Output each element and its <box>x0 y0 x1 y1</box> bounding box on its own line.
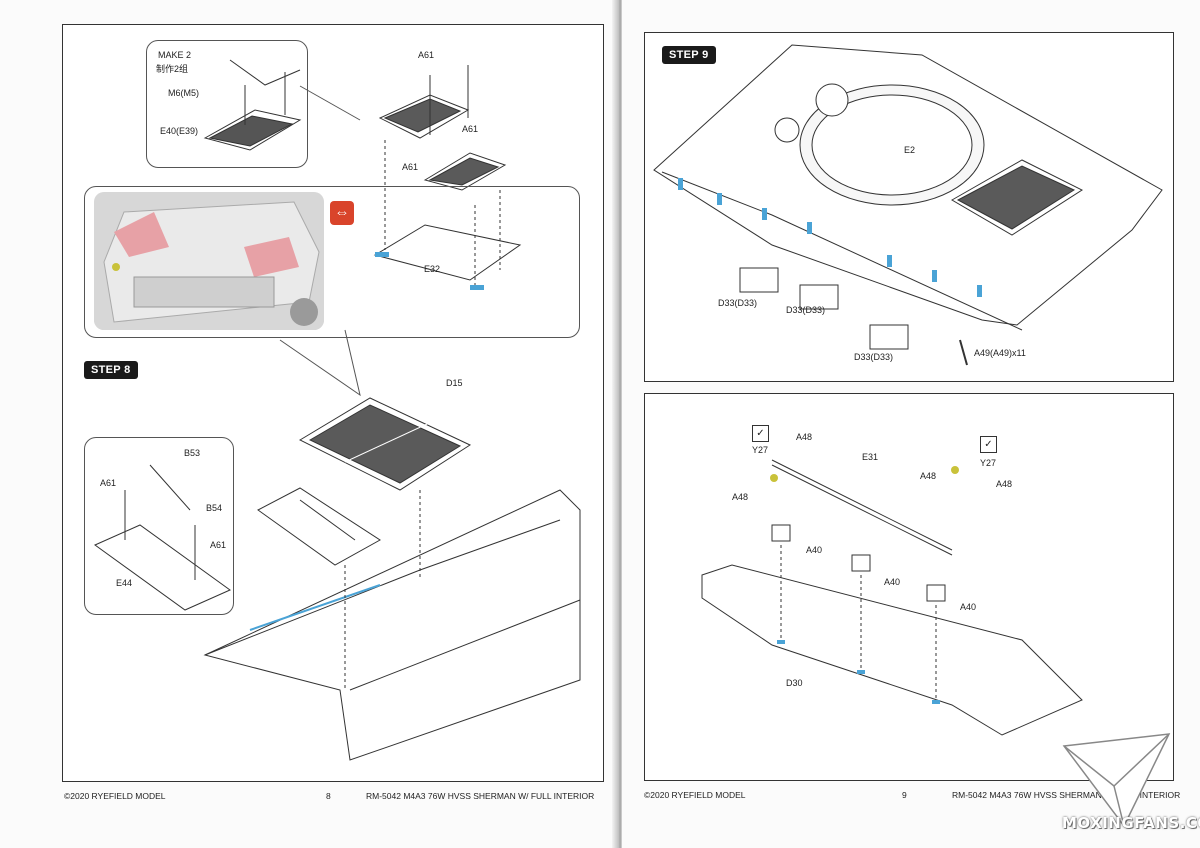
part-label-a61-3: A61 <box>402 162 419 172</box>
right-footer-copyright: ©2020 RYEFIELD MODEL <box>644 790 746 800</box>
right-footer-page-number: 9 <box>902 790 907 800</box>
reference-photo-callout <box>84 186 580 338</box>
make-note-cn: 制作2组 <box>156 64 189 74</box>
part-label-y27-1: Y27 <box>752 445 769 455</box>
part-label-d15: D15 <box>446 378 463 388</box>
part-label-a61-5: A61 <box>210 540 227 550</box>
watermark-text: MOXINGFANS.COM <box>1062 814 1200 832</box>
part-label-d33-1: D33(D33) <box>718 298 758 308</box>
part-label-d30: D30 <box>786 678 803 688</box>
tank-rear-photo-art <box>94 192 324 330</box>
step-8-badge: STEP 8 <box>84 361 138 379</box>
part-label-e31: E31 <box>862 452 879 462</box>
watermark-plane-logo <box>1062 733 1171 828</box>
glue-tool-icon: ✓ <box>980 436 997 453</box>
part-label-a61-1: A61 <box>418 50 435 60</box>
part-label-a40-3: A40 <box>960 602 977 612</box>
make-two-callout <box>146 40 308 168</box>
part-label-a48-1: A48 <box>796 432 813 442</box>
make-note: MAKE 2 <box>158 50 192 60</box>
left-footer-copyright: ©2020 RYEFIELD MODEL <box>64 791 166 801</box>
right-footer-kit-title: RM-5042 M4A3 76W HVSS SHERMAN W/ FULL IN… <box>952 790 1181 800</box>
swap-arrows-icon: ⇔ <box>330 201 354 225</box>
left-footer-kit-title: RM-5042 M4A3 76W HVSS SHERMAN W/ FULL IN… <box>366 791 595 801</box>
part-label-a49: A49(A49)x11 <box>974 348 1026 358</box>
part-label-a61-2: A61 <box>462 124 479 134</box>
part-label-e32: E32 <box>424 264 441 274</box>
left-page-drawing <box>94 59 581 761</box>
part-label-e40: E40(E39) <box>160 126 199 136</box>
left-page: MAKE 2 制作2组 M6(M5) E40(E39) ⇔ A61 A61 A6… <box>0 0 618 848</box>
part-label-a48-2: A48 <box>732 492 749 502</box>
part-label-e44: E44 <box>116 578 133 588</box>
part-label-d33-2: D33(D33) <box>786 305 826 315</box>
part-label-y27-2: Y27 <box>980 458 997 468</box>
part-label-m6: M6(M5) <box>168 88 199 98</box>
part-label-b54: B54 <box>206 503 223 513</box>
right-page: STEP 9 E2 D33(D33) D33(D33) D33(D33) A49… <box>622 0 1200 848</box>
part-label-d33-3: D33(D33) <box>854 352 894 362</box>
glue-tool-icon: ✓ <box>752 425 769 442</box>
part-label-e2: E2 <box>904 145 916 155</box>
parts-sub-callout <box>84 437 234 615</box>
tank-rear-photo <box>94 192 324 330</box>
part-label-a48-4: A48 <box>996 479 1013 489</box>
left-footer-page-number: 8 <box>326 791 331 801</box>
part-label-a40-1: A40 <box>806 545 823 555</box>
part-label-a40-2: A40 <box>884 577 901 587</box>
part-label-b53: B53 <box>184 448 201 458</box>
part-label-a61-4: A61 <box>100 478 117 488</box>
part-label-a48-3: A48 <box>920 471 937 481</box>
right-page-drawing <box>653 44 1163 736</box>
step-9-badge: STEP 9 <box>662 46 716 64</box>
